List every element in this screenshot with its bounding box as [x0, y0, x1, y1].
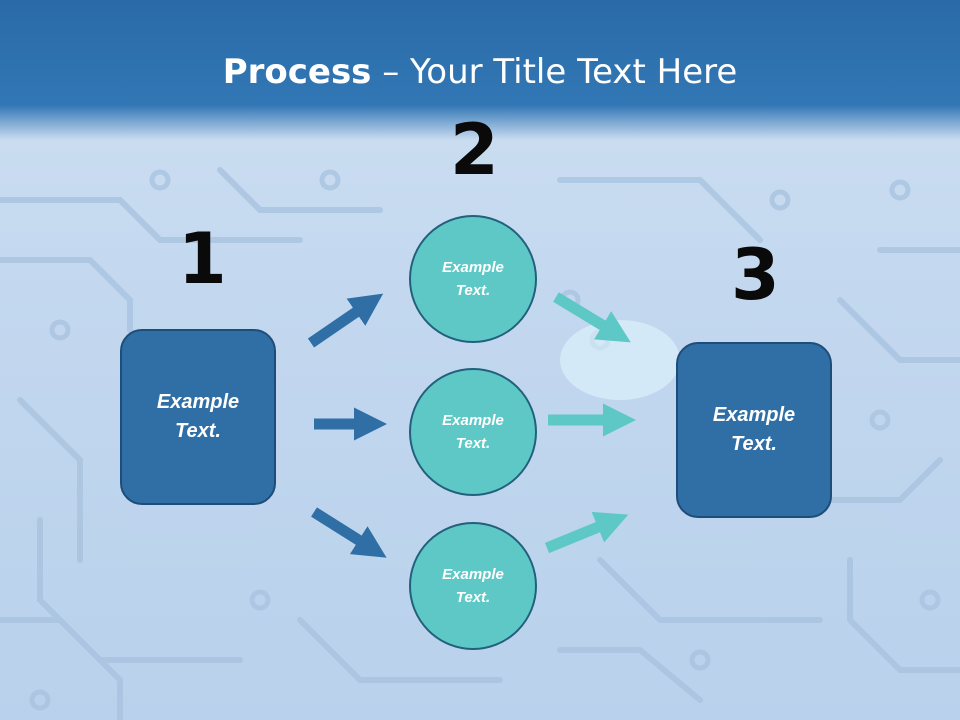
circle-bottom-label: Example Text. — [442, 566, 504, 606]
step-number-2: 2 — [450, 109, 499, 191]
circle-middle-label: Example Text. — [442, 412, 504, 452]
left-box-label: Example Text. — [156, 391, 240, 442]
title-bar: Process – Your Title Text Here — [0, 0, 960, 140]
right-process-box: Example Text. — [676, 342, 832, 518]
circle-top-label: Example Text. — [442, 259, 504, 299]
arrow-left-to-top — [307, 293, 384, 348]
left-process-box: Example Text. — [120, 329, 276, 505]
step-number-1: 1 — [178, 218, 227, 300]
page-title: Process – Your Title Text Here — [0, 52, 960, 92]
process-circle-middle: Example Text. — [409, 368, 537, 496]
arrow-bottom-to-right — [544, 511, 629, 554]
process-circle-top: Example Text. — [409, 215, 537, 343]
title-bold: Process — [222, 52, 372, 92]
arrow-top-to-right — [553, 292, 631, 343]
arrow-left-to-bottom — [311, 507, 387, 558]
title-rest: – Your Title Text Here — [371, 52, 738, 92]
step-number-3: 3 — [731, 234, 780, 316]
process-circle-bottom: Example Text. — [409, 522, 537, 650]
right-box-label: Example Text. — [712, 404, 796, 455]
